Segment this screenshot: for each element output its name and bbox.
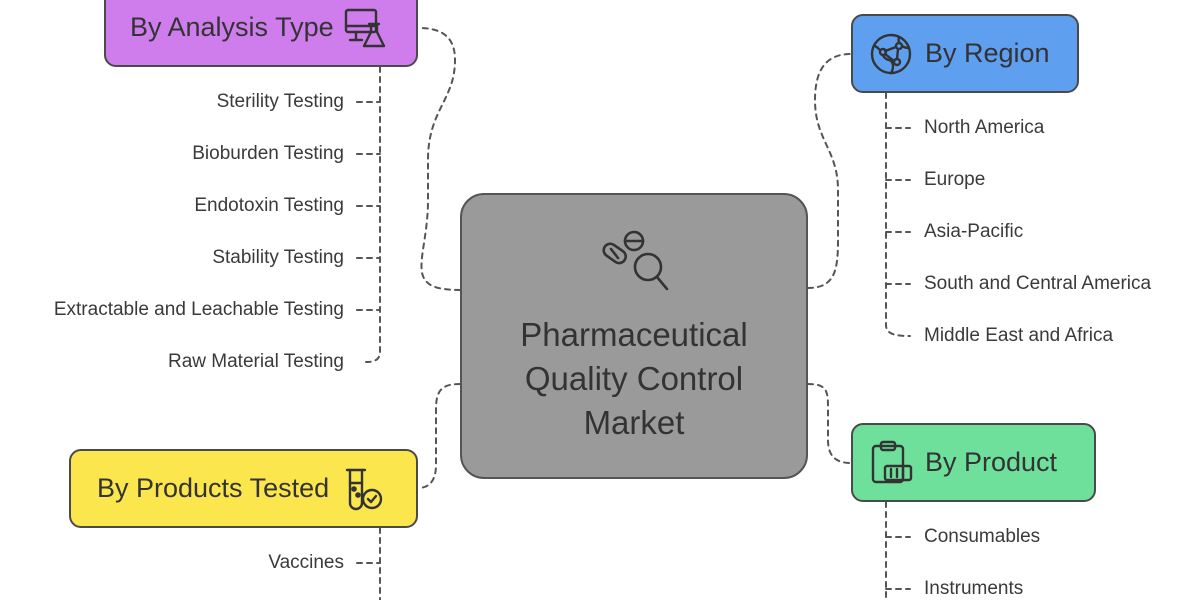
- list-item: Instruments: [924, 578, 1024, 599]
- list-item: Bioburden Testing: [192, 143, 344, 164]
- connector-center-product: [807, 383, 852, 464]
- clipboard-device-icon: [871, 440, 913, 483]
- pills-magnifier-icon: [602, 230, 669, 291]
- category-label: By Products Tested: [97, 473, 330, 503]
- test-tube-check-icon: [345, 468, 383, 510]
- list-item: Vaccines: [268, 552, 344, 573]
- list-item: Stability Testing: [212, 247, 344, 268]
- central-topic-title: Pharmaceutical Quality Control Market: [520, 316, 748, 441]
- connector-center-products-tested: [417, 383, 461, 489]
- list-item: Sterility Testing: [216, 91, 344, 112]
- monitor-flask-icon: [344, 8, 385, 47]
- category-label: By Analysis Type: [130, 12, 334, 42]
- spine-region: [885, 92, 911, 337]
- category-by-analysis-type: By Analysis Type: [104, 0, 418, 67]
- connector-center-region: [807, 53, 852, 289]
- globe-network-icon: [870, 33, 912, 74]
- category-label: By Region: [925, 38, 1050, 68]
- list-item: Raw Material Testing: [167, 351, 344, 372]
- list-item: Endotoxin Testing: [194, 195, 344, 216]
- central-topic-node: Pharmaceutical Quality Control Market: [460, 193, 808, 479]
- spine-analysis: [365, 66, 381, 363]
- connector-center-analysis: [417, 27, 461, 291]
- list-item: Asia-Pacific: [924, 221, 1024, 242]
- list-item: South and Central America: [924, 273, 1152, 294]
- list-item: Extractable and Leachable Testing: [53, 299, 344, 320]
- category-by-product: By Product: [851, 423, 1096, 502]
- category-by-region: By Region: [851, 14, 1079, 93]
- list-item: Consumables: [924, 526, 1041, 547]
- category-by-products-tested: By Products Tested: [69, 449, 418, 528]
- list-item: Europe: [924, 169, 986, 190]
- list-item: Middle East and Africa: [924, 325, 1114, 346]
- category-label: By Product: [925, 447, 1058, 477]
- list-item: North America: [924, 117, 1045, 138]
